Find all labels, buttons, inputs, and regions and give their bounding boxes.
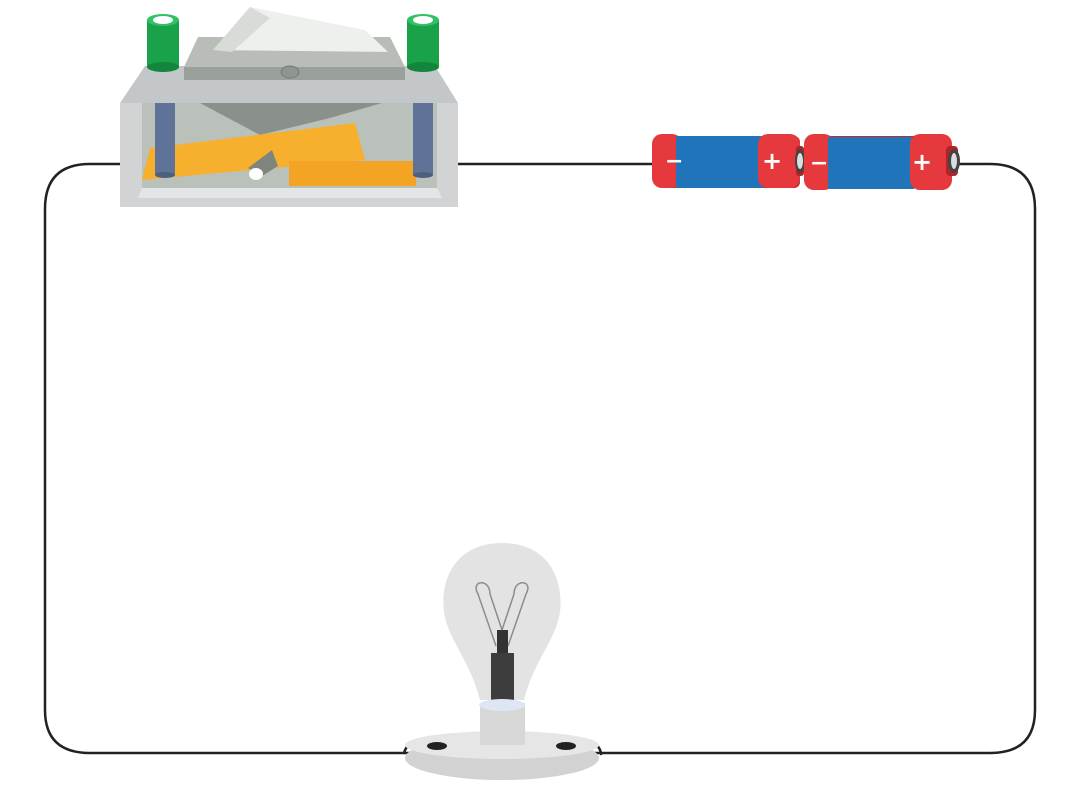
- switch-post-left: [155, 103, 175, 175]
- battery-1: − +: [652, 134, 805, 188]
- terminal-right: [407, 14, 439, 72]
- battery-2: − +: [804, 134, 960, 190]
- battery-1-plus-sign: +: [762, 147, 782, 175]
- switch-post-right: [413, 103, 433, 175]
- light-bulb[interactable]: [405, 543, 599, 780]
- wire-switch-left: [43, 162, 414, 755]
- circuit-wires: [43, 162, 1037, 756]
- wire-battery-right: [592, 162, 1037, 755]
- switch-pivot: [280, 65, 300, 79]
- battery-2-minus-sign: −: [810, 151, 828, 176]
- switch-blade-shadow: [200, 103, 382, 135]
- knife-switch[interactable]: [120, 7, 458, 207]
- switch-blade-strip: [142, 123, 365, 180]
- bulb-glass: [443, 543, 561, 700]
- switch-lever-shade: [213, 7, 270, 52]
- terminal-left: [147, 14, 179, 72]
- switch-contact-strip: [289, 161, 416, 186]
- switch-contact-point: [249, 168, 263, 180]
- battery-1-minus-sign: −: [665, 149, 683, 174]
- bulb-stem: [497, 630, 508, 655]
- switch-box-floor: [138, 188, 442, 198]
- bulb-socket-rim: [479, 699, 525, 711]
- battery-2-plus-sign: +: [912, 148, 932, 176]
- bulb-stem-base: [491, 653, 514, 703]
